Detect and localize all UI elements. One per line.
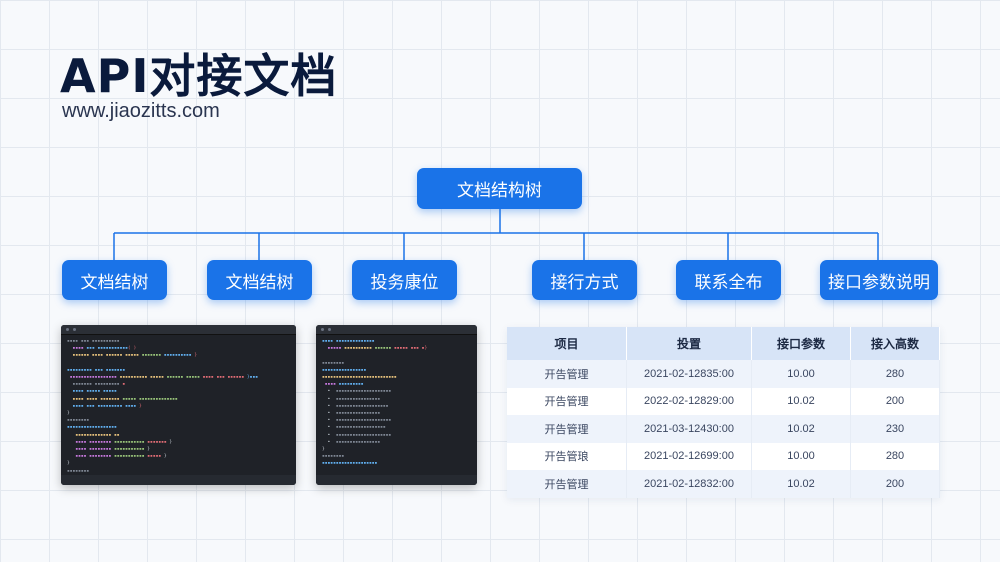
table-header-cell: 投置 <box>626 327 752 360</box>
table-cell: 开告管理 <box>507 360 627 388</box>
table-cell: 200 <box>850 387 940 415</box>
table-cell: 280 <box>850 442 940 470</box>
table-cell: 200 <box>850 470 940 498</box>
code-content: ▪▪▪▪ ▪▪▪ ▪▪▪▪▪▪▪▪▪▪ ▪▪▪▪ ▪▪▪ ▪▪▪▪▪▪▪▪▪▪▪… <box>67 339 258 474</box>
tree-node-3[interactable]: 投务康位 <box>352 260 457 300</box>
tree-node-6[interactable]: 接口参数说明 <box>820 260 938 300</box>
params-table: 项目 投置 接口参数 接入高数 开告管理 2021-02-12835:00 10… <box>507 327 940 498</box>
table-cell: 开告管理 <box>507 415 627 443</box>
table-header-row: 项目 投置 接口参数 接入高数 <box>507 327 940 360</box>
table-cell: 2021-03-12430:00 <box>626 415 752 443</box>
table-cell: 2021-02-12832:00 <box>626 470 752 498</box>
table-cell: 2021-02-12699:00 <box>626 442 752 470</box>
page-title: API对接文档 <box>60 49 338 103</box>
table-cell: 10.00 <box>751 360 851 388</box>
table-row: 开告管琅 2021-02-12699:00 10.00 280 <box>507 442 940 470</box>
code-screenshot-1: ▪▪▪▪ ▪▪▪ ▪▪▪▪▪▪▪▪▪▪ ▪▪▪▪ ▪▪▪ ▪▪▪▪▪▪▪▪▪▪▪… <box>61 325 296 485</box>
code-status-bar <box>316 475 477 485</box>
table-cell: 开告管理 <box>507 387 627 415</box>
table-header-cell: 接入高数 <box>850 327 940 360</box>
table-cell: 230 <box>850 415 940 443</box>
code-screenshot-2: ▪▪▪▪ ▪▪▪▪▪▪▪▪▪▪▪▪▪▪ ▪▪▪▪▪ ▪▪▪▪▪▪▪▪▪▪ ▪▪▪… <box>316 325 477 485</box>
tree-node-2[interactable]: 文档结树 <box>207 260 312 300</box>
table-cell: 10.00 <box>751 442 851 470</box>
table-cell: 开告管理 <box>507 470 627 498</box>
code-window-bar <box>61 325 296 335</box>
tree-node-4[interactable]: 接行方式 <box>532 260 637 300</box>
table-row: 开告管理 2021-02-12835:00 10.00 280 <box>507 360 940 388</box>
table-cell: 2021-02-12835:00 <box>626 360 752 388</box>
table-cell: 2022-02-12829:00 <box>626 387 752 415</box>
table-header-cell: 项目 <box>507 327 627 360</box>
table-row: 开告管理 2021-02-12832:00 10.02 200 <box>507 470 940 498</box>
tree-root-node[interactable]: 文档结构树 <box>417 168 582 209</box>
table-cell: 10.02 <box>751 387 851 415</box>
table-cell: 10.02 <box>751 470 851 498</box>
code-status-bar <box>61 475 296 485</box>
table-header-cell: 接口参数 <box>751 327 851 360</box>
tree-node-5[interactable]: 联系全布 <box>676 260 781 300</box>
table-cell: 10.02 <box>751 415 851 443</box>
code-window-bar <box>316 325 477 335</box>
table-row: 开告管理 2021-03-12430:00 10.02 230 <box>507 415 940 443</box>
table-row: 开告管理 2022-02-12829:00 10.02 200 <box>507 387 940 415</box>
page-url: www.jiaozitts.com <box>62 100 220 122</box>
code-content: ▪▪▪▪ ▪▪▪▪▪▪▪▪▪▪▪▪▪▪ ▪▪▪▪▪ ▪▪▪▪▪▪▪▪▪▪ ▪▪▪… <box>322 339 428 467</box>
table-cell: 280 <box>850 360 940 388</box>
tree-node-1[interactable]: 文档结树 <box>62 260 167 300</box>
table-cell: 开告管琅 <box>507 442 627 470</box>
